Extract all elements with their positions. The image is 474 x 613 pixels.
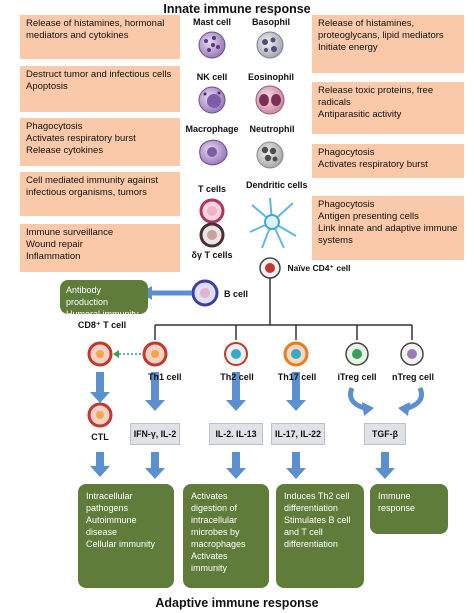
dendritic-callout: Phagocytosis Antigen presenting cells Li… (312, 196, 464, 260)
dendritic-cell-icon (249, 197, 297, 249)
basophil-label: Basophil (251, 17, 290, 27)
title-innate: Innate immune response (163, 2, 311, 16)
nk-cell-callout: Destruct tumor and infectious cells Apop… (20, 66, 180, 112)
treg-outcome-box: Immune response (370, 484, 448, 534)
blue-arrows (90, 372, 395, 479)
th2-outcome-box: Activates digestion of intracellular mic… (183, 484, 269, 588)
t-cells-label: T cells (197, 184, 226, 194)
th1-label: Th1 cell (148, 372, 182, 382)
treg-cytokines: TGF-β (364, 423, 406, 445)
gd-t-cells-label: δγ T cells (191, 250, 233, 260)
treg-curved-arrows (348, 387, 424, 411)
neutrophil-label: Neutrophil (249, 124, 295, 134)
basophil-icon (256, 31, 284, 59)
th1-cell-icon (142, 341, 168, 367)
ctl-label: CTL (91, 432, 109, 442)
b-cell-icon (191, 279, 219, 307)
th17-cytokines: IL-17, IL-22 (271, 423, 325, 445)
th17-outcome-box: Induces Th2 cell differentiation Stimula… (276, 484, 364, 588)
mast-cell-callout: Release of histamines, hormonal mediator… (20, 15, 180, 59)
th17-label: Th17 cell (277, 372, 317, 382)
cd8-label: CD8⁺ T cell (77, 320, 127, 330)
macrophage-callout: Phagocytosis Activates respiratory burst… (20, 118, 180, 166)
ntreg-label: nTreg cell (391, 372, 435, 382)
th1-cytokines: IFN-γ, IL-2 (130, 423, 180, 445)
eosinophil-label: Eosinophil (248, 72, 294, 82)
dendritic-label: Dendritic cells (246, 180, 308, 190)
th2-label: Th2 cell (220, 372, 254, 382)
ntreg-cell-icon (400, 342, 424, 366)
th17-cell-icon (283, 341, 309, 367)
neutrophil-callout: Phagocytosis Activates respiratory burst (312, 144, 464, 178)
mast-cell-label: Mast cell (192, 17, 232, 27)
ctl-outcome-box: Intracellular pathogens Autoimmune disea… (78, 484, 174, 588)
macrophage-label: Macrophage (185, 124, 239, 134)
differentiation-tree (154, 278, 413, 340)
cd8-t-cell-icon (87, 341, 113, 367)
gd-t-cell-icon (199, 222, 225, 248)
macrophage-icon (199, 139, 228, 166)
naive-cd4-label: Naïve CD4⁺ cell (287, 263, 351, 273)
b-cell-label: B cell (223, 289, 248, 299)
eosinophil-icon (255, 85, 285, 115)
naive-cd4-cell-icon (259, 257, 281, 279)
b-cell-function-box: Antibody production Humoral immunity (60, 280, 148, 314)
nk-cell-label: NK cell (196, 72, 228, 82)
nk-cell-icon (198, 86, 226, 114)
gd-t-cells-callout: Immune surveillance Wound repair Inflamm… (20, 224, 180, 272)
ctl-cell-icon (87, 402, 113, 428)
title-adaptive: Adaptive immune response (155, 596, 319, 610)
t-cell-icon (199, 198, 225, 224)
basophil-callout: Release of histamines, proteoglycans, li… (312, 15, 464, 73)
th2-cell-icon (224, 342, 248, 366)
mast-cell-icon (198, 31, 226, 59)
th2-cytokines: IL-2. IL-13 (209, 423, 263, 445)
itreg-label: iTreg cell (337, 372, 377, 382)
eosinophil-callout: Release toxic proteins, free radicals An… (312, 82, 464, 134)
neutrophil-icon (256, 141, 284, 169)
itreg-cell-icon (345, 342, 369, 366)
t-cells-callout: Cell mediated immunity against infectiou… (20, 172, 180, 216)
